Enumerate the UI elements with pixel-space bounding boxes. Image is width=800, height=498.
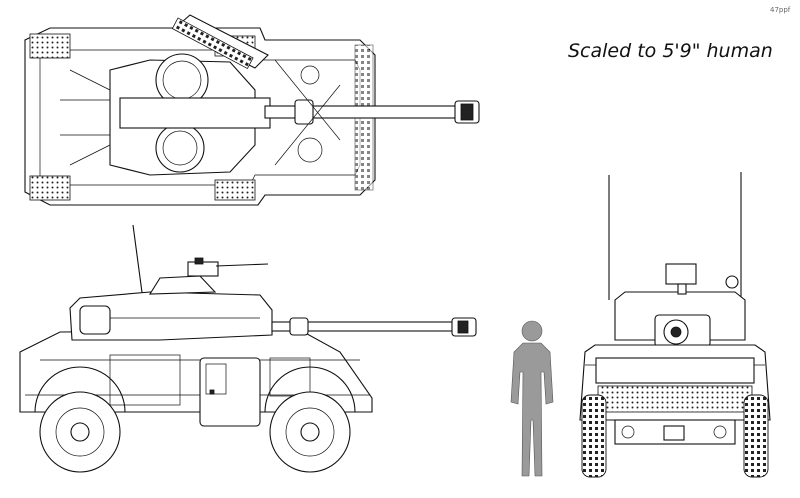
side-view-drawing [19,224,477,473]
watermark-signature: 47ppf [770,6,791,14]
top-view-drawing [24,14,480,206]
human-scale-figure [510,320,554,477]
scale-caption: Scaled to 5'9" human [568,40,773,62]
front-view-drawing [579,172,771,478]
